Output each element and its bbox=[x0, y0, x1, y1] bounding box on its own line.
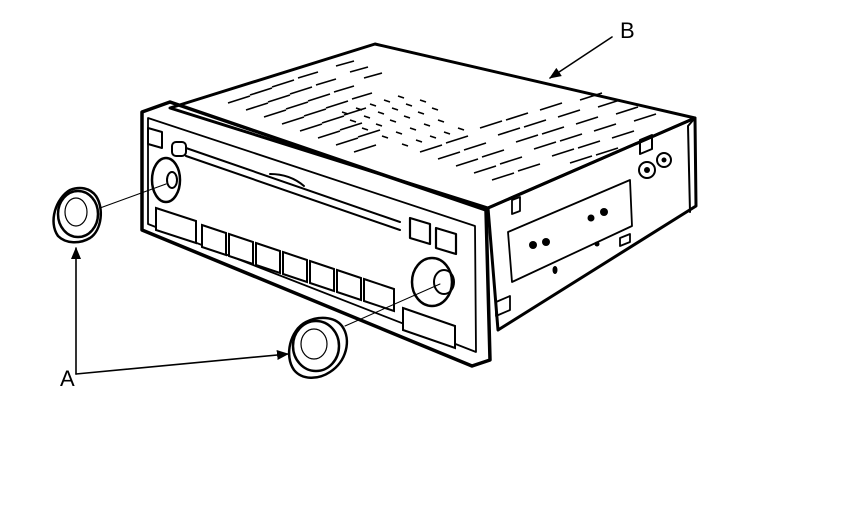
radio-knob-icon bbox=[52, 186, 103, 244]
callout-b-leader bbox=[549, 36, 613, 79]
vent-slots bbox=[227, 60, 657, 181]
radio-unit-icon bbox=[99, 42, 698, 368]
preset-buttons bbox=[155, 206, 456, 350]
callout-a-label: A bbox=[60, 366, 75, 391]
callout-a-leaders bbox=[71, 247, 289, 375]
callout-b-label: B bbox=[620, 18, 635, 43]
radio-knob-icon bbox=[287, 316, 349, 379]
